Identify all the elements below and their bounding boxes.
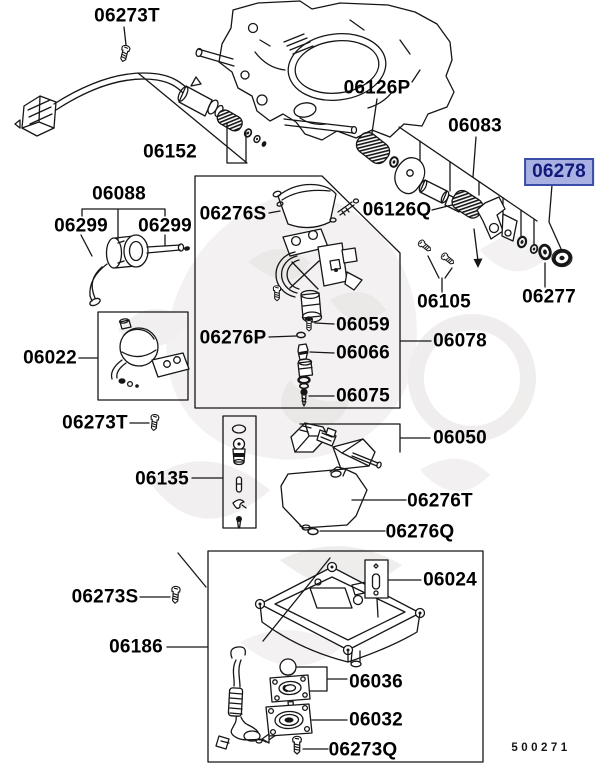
throttle-shaft-parts-06083-drawing — [388, 126, 540, 255]
part-label-06299[interactable]: 06299 — [54, 215, 108, 237]
doc-number: 500271 — [511, 742, 571, 754]
part-label-06135[interactable]: 06135 — [135, 468, 189, 490]
part-label-06273q[interactable]: 06273Q — [328, 739, 398, 761]
small-parts-column-drawing — [296, 331, 314, 407]
spring-06126p-drawing — [355, 131, 391, 165]
part-label-06075[interactable]: 06075 — [336, 385, 390, 407]
bottom-parts-box — [207, 550, 484, 763]
part-label-06083[interactable]: 06083 — [448, 115, 502, 137]
gasket-06276s-drawing — [272, 183, 360, 229]
part-label-06036[interactable]: 06036 — [349, 671, 403, 693]
part-label-06126p[interactable]: 06126P — [343, 77, 411, 99]
part-label-06024[interactable]: 06024 — [423, 569, 477, 591]
solenoid-bracket-assembly-drawing — [272, 228, 363, 332]
part-label-06088[interactable]: 06088 — [92, 183, 146, 205]
float-chamber-drawing — [254, 561, 426, 668]
part-label-06299-2[interactable]: 06299 — [138, 215, 192, 237]
fuel-filter-06088-drawing — [89, 234, 190, 307]
part-label-06078[interactable]: 06078 — [433, 330, 487, 352]
pump-cover-06032-drawing — [255, 703, 313, 744]
cable-assembly-06152-drawing — [14, 72, 267, 147]
plate-06024-drawing — [364, 559, 389, 599]
part-label-06032[interactable]: 06032 — [349, 709, 403, 731]
jet-parts-06135-drawing — [222, 415, 257, 529]
part-label-06059[interactable]: 06059 — [336, 314, 390, 336]
solenoid-06036-drawing — [269, 658, 311, 711]
part-label-06050[interactable]: 06050 — [433, 427, 487, 449]
screws-06105-drawing — [416, 228, 483, 268]
part-label-06126q[interactable]: 06126Q — [362, 199, 432, 221]
part-label-06186[interactable]: 06186 — [109, 636, 163, 658]
part-label-06278[interactable]: 06278 — [524, 158, 594, 186]
part-label-06276s[interactable]: 06276S — [199, 203, 267, 225]
carburetor-body-drawing — [195, 0, 455, 141]
middle-parts-box — [194, 175, 401, 409]
part-label-06022[interactable]: 06022 — [23, 347, 77, 369]
leader-lines — [78, 26, 563, 750]
part-label-06277[interactable]: 06277 — [522, 286, 576, 308]
float-06050-drawing — [290, 422, 382, 470]
wire-harness-drawing — [215, 646, 277, 750]
gasket-06276t-drawing — [280, 466, 368, 531]
dashpot-06022-drawing — [97, 311, 190, 401]
part-label-06066[interactable]: 06066 — [336, 342, 390, 364]
nut-06278-drawing — [551, 248, 573, 268]
part-label-06276p[interactable]: 06276P — [199, 327, 267, 349]
part-label-06276t[interactable]: 06276T — [407, 490, 473, 512]
part-label-06273t-2[interactable]: 06273T — [62, 412, 128, 434]
part-label-06152[interactable]: 06152 — [143, 141, 197, 163]
part-label-06276q[interactable]: 06276Q — [385, 521, 455, 543]
part-label-06105[interactable]: 06105 — [417, 291, 471, 313]
part-label-06273s[interactable]: 06273S — [71, 586, 139, 608]
part-label-06273t[interactable]: 06273T — [94, 5, 160, 27]
oring-06276q-drawing — [307, 527, 319, 536]
